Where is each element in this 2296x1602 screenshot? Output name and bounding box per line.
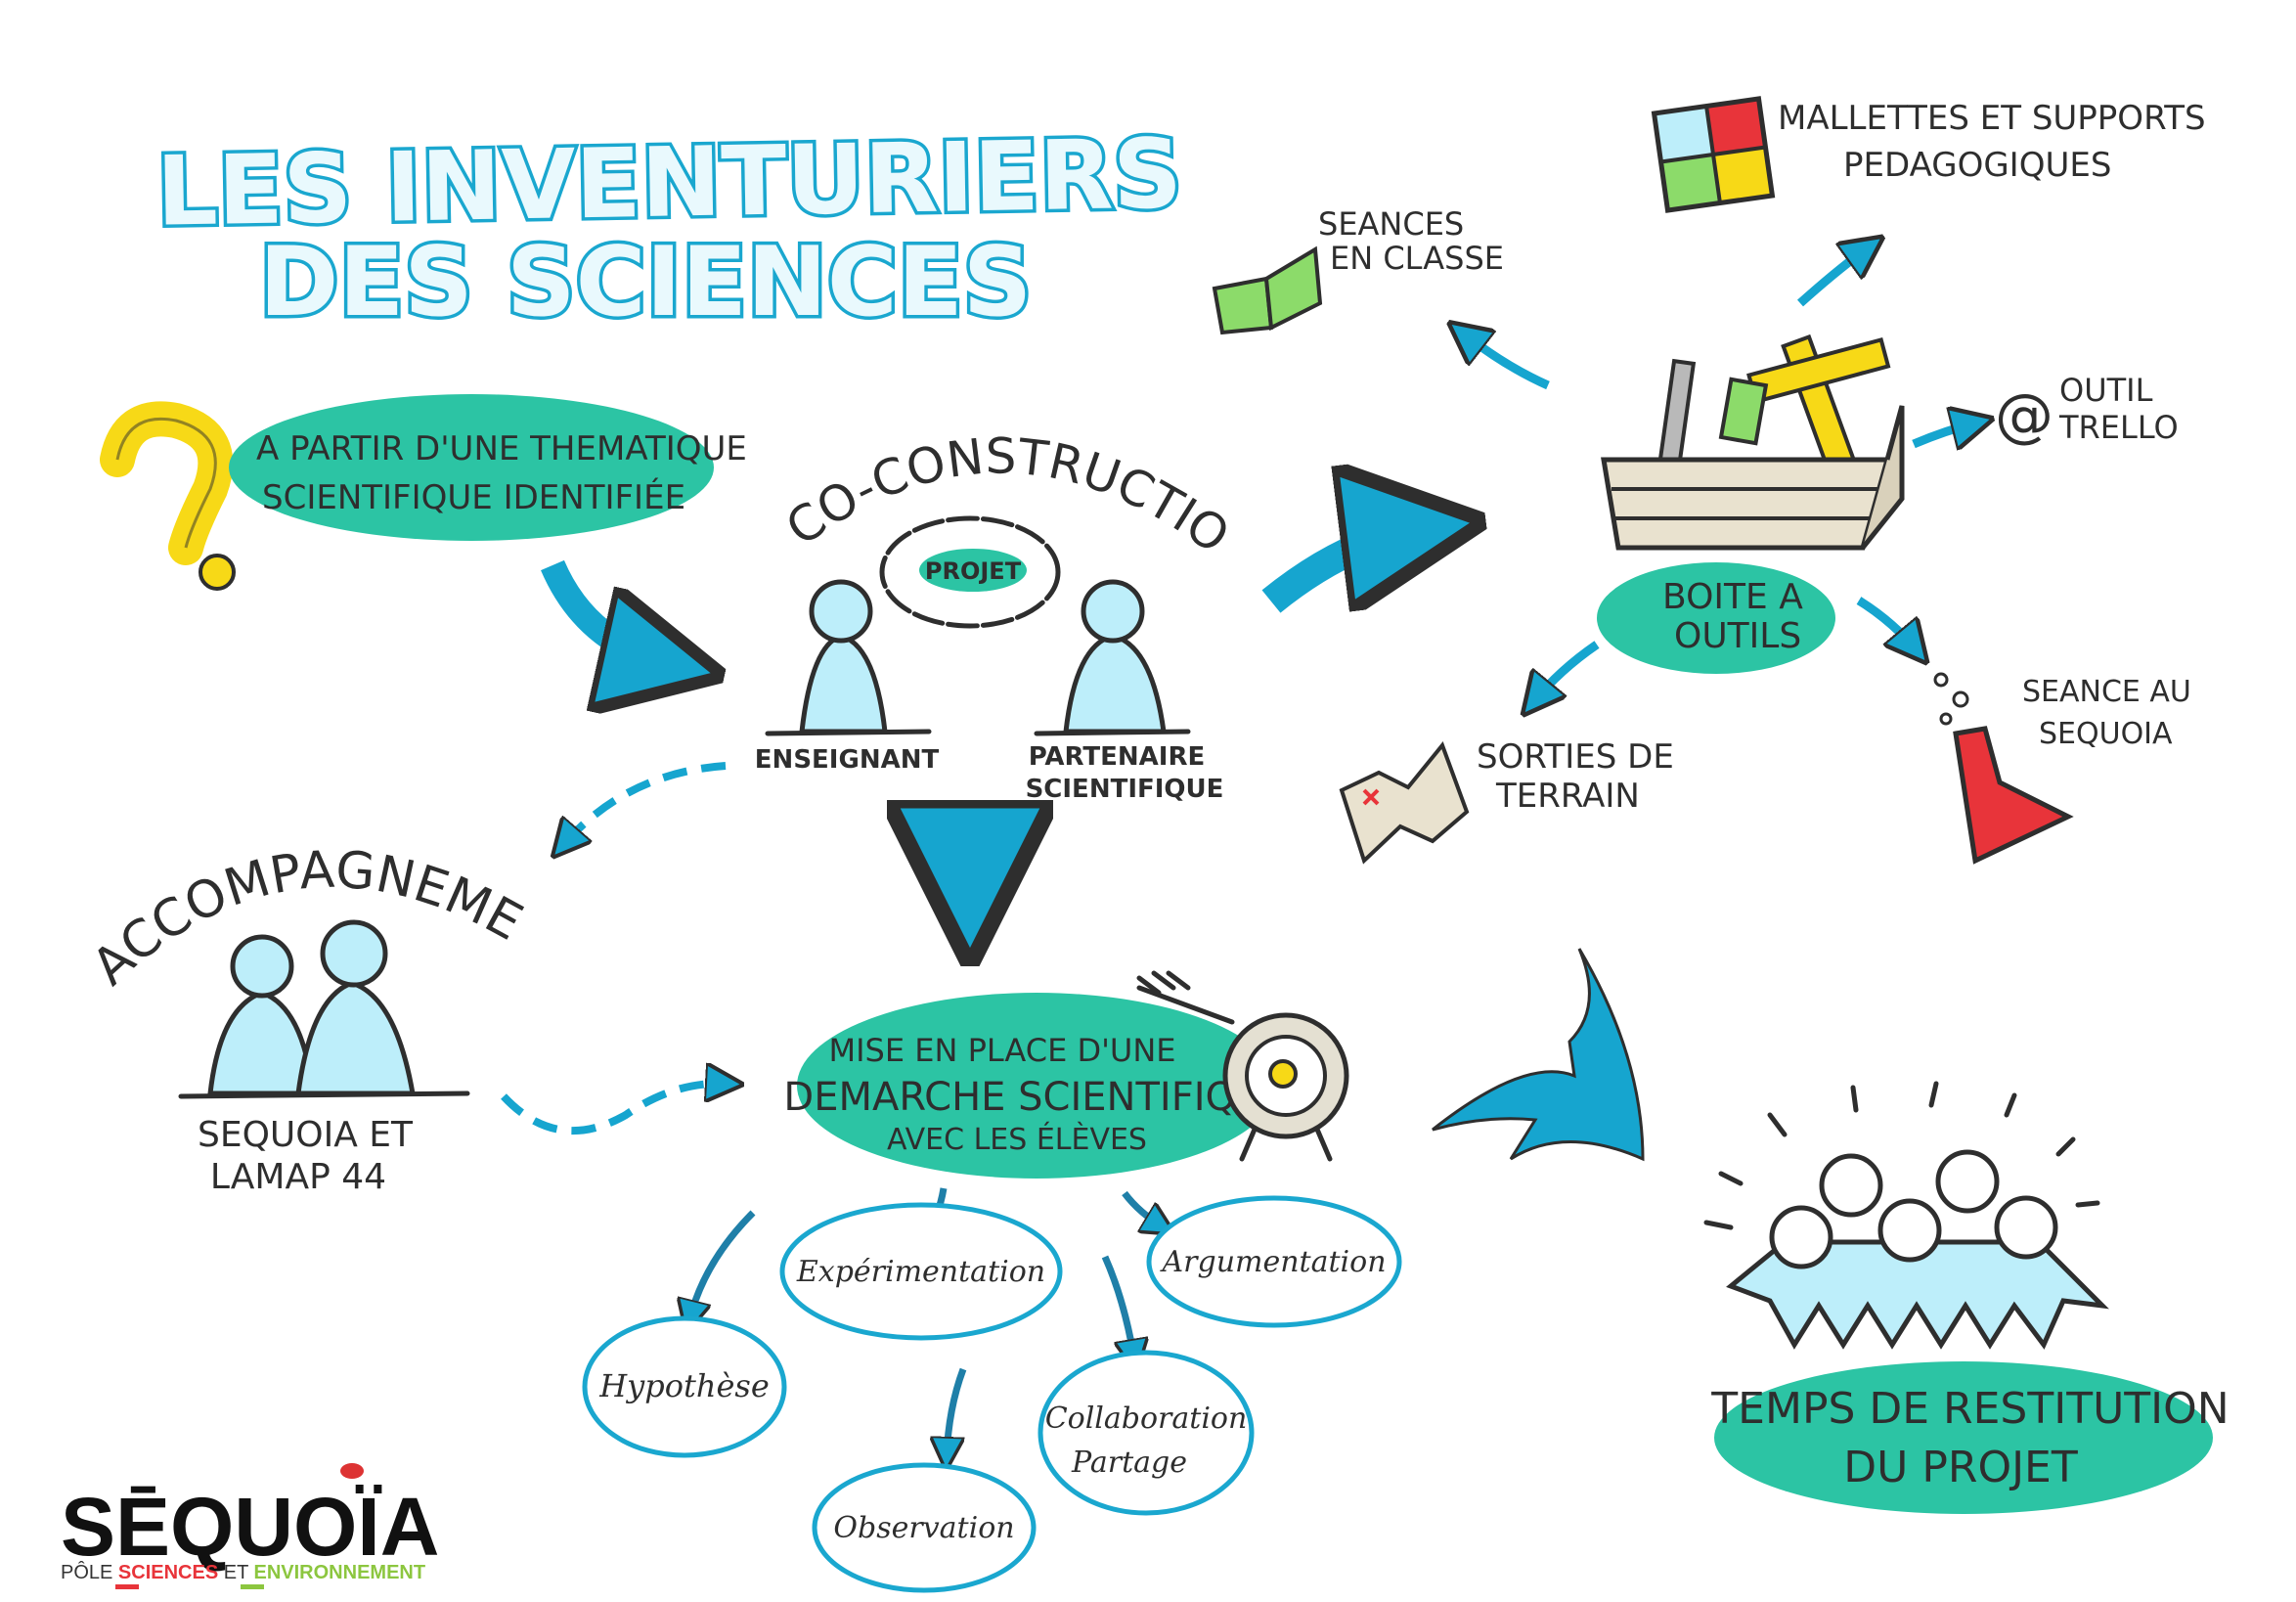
teacher-person-icon xyxy=(765,579,932,736)
step-hypothese: Hypothèse xyxy=(598,1367,770,1404)
logo-environnement: ENVIRONNEMENT xyxy=(254,1562,426,1583)
demarche-line-3: AVEC LES ÉLÈVES xyxy=(887,1122,1147,1157)
partner-label-2: SCIENTIFIQUE xyxy=(1026,775,1224,804)
crowd-icon xyxy=(1703,1081,2109,1350)
toolbox-label-2: OUTILS xyxy=(1674,616,1801,656)
title-line-2: DES SCIENCES xyxy=(259,227,1032,338)
puzzle-icon xyxy=(1651,96,1776,213)
mallettes-1: MALLETTES ET SUPPORTS xyxy=(1778,99,2206,138)
arrow-to-toolbox xyxy=(1261,528,1428,613)
trello-2: TRELLO xyxy=(2058,409,2179,446)
trello-1: OUTIL xyxy=(2059,372,2153,409)
cloud-hypothese: Hypothèse xyxy=(582,1315,787,1458)
logo-name: SĒQUOÏA xyxy=(61,1481,439,1573)
page-title: LES INVENTURIERS DES SCIENCES xyxy=(153,115,1187,342)
step-experimentation: Expérimentation xyxy=(796,1255,1045,1289)
seances-classe-2: EN CLASSE xyxy=(1330,240,1504,277)
partner-label-1: PARTENAIRE xyxy=(1029,742,1205,772)
restitution-line-2: DU PROJET xyxy=(1843,1443,2078,1492)
two-people-icon xyxy=(178,919,470,1099)
partner-person-icon xyxy=(1034,579,1191,736)
sorties-1: SORTIES DE xyxy=(1477,737,1674,777)
demarche-line-2: DEMARCHE SCIENTIFIQUE xyxy=(783,1075,1289,1120)
book-icon xyxy=(1212,245,1323,335)
seance-sequoia-2: SEQUOIA xyxy=(2039,717,2173,751)
cloud-collaboration: Collaboration Partage xyxy=(1038,1350,1255,1516)
map-icon xyxy=(1339,741,1470,865)
bubble-label: PROJET xyxy=(925,557,1022,585)
start-line-1: A PARTIR D'UNE THEMATIQUE xyxy=(256,429,747,468)
toolbox-arrows xyxy=(1462,246,1977,702)
toolbox-label: BOITE A OUTILS xyxy=(1597,562,1835,674)
arrow-to-coconstruction xyxy=(541,559,675,665)
toolbox-icon xyxy=(1601,334,1905,551)
cloud-experimentation: Expérimentation xyxy=(779,1202,1063,1341)
restitution-line-1: TEMPS DE RESTITUTION xyxy=(1710,1384,2229,1434)
accompagnement-label-1: SEQUOIA ET xyxy=(198,1115,414,1155)
svg-text:PÔLE SCIENCES ET: PÔLE SCIENCES ET ENVIRONNEMENT xyxy=(61,1561,425,1583)
restitution-bubble: TEMPS DE RESTITUTION DU PROJET xyxy=(1710,1361,2230,1514)
teacher-label: ENSEIGNANT xyxy=(755,745,940,775)
logo-pole: PÔLE xyxy=(61,1561,112,1583)
ladybug-icon xyxy=(340,1463,364,1479)
accompagnement-label-2: LAMAP 44 xyxy=(210,1157,386,1197)
speech-bubble: PROJET xyxy=(879,515,1061,629)
starting-theme-bubble: A PARTIR D'UNE THEMATIQUE SCIENTIFIQUE I… xyxy=(229,394,747,541)
step-partage: Partage xyxy=(1071,1446,1187,1480)
cloud-argumentation: Argumentation xyxy=(1146,1195,1402,1328)
start-line-2: SCIENTIFIQUE IDENTIFIÉE xyxy=(262,477,685,517)
step-argumentation: Argumentation xyxy=(1159,1245,1386,1279)
title-line-1: LES INVENTURIERS xyxy=(155,118,1183,247)
seance-sequoia-1: SEANCE AU xyxy=(2022,675,2191,709)
arrow-to-restitution xyxy=(1432,948,1645,1162)
demarche-bubble: MISE EN PLACE D'UNE DEMARCHE SCIENTIFIQU… xyxy=(783,993,1290,1179)
step-collaboration: Collaboration xyxy=(1045,1402,1248,1436)
step-observation: Observation xyxy=(833,1511,1014,1545)
dashed-arrow-to-demarche xyxy=(501,1084,729,1135)
target-icon xyxy=(1136,970,1349,1162)
sorties-2: TERRAIN xyxy=(1495,777,1640,816)
at-icon: @ xyxy=(1995,381,2053,450)
logo-sciences: SCIENCES xyxy=(118,1562,218,1583)
flask-icon xyxy=(1933,672,2074,865)
cloud-observation: Observation xyxy=(812,1462,1037,1593)
toolbox-label-1: BOITE A xyxy=(1662,577,1803,617)
demarche-line-1: MISE EN PLACE D'UNE xyxy=(828,1032,1175,1069)
logo-et: ET xyxy=(224,1562,248,1583)
seances-classe-1: SEANCES xyxy=(1318,205,1464,243)
question-mark-icon xyxy=(100,401,236,591)
sequoia-logo: SĒQUOÏA PÔLE SCIENCES ET ENVIRONNEMENT xyxy=(61,1463,439,1589)
dashed-arrow-to-accompagnement xyxy=(562,762,727,846)
mallettes-2: PEDAGOGIQUES xyxy=(1843,146,2111,185)
